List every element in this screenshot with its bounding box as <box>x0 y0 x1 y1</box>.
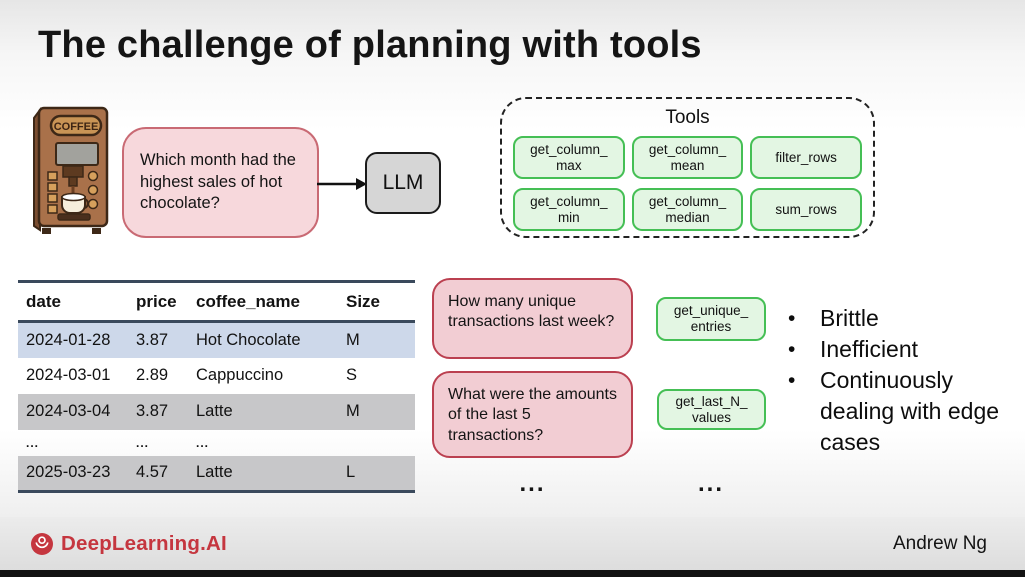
table-header-row: date price coffee_name Size <box>18 281 415 323</box>
table-row: 2024-03-01 2.89 Cappuccino S <box>26 366 358 384</box>
table-row: 2024-01-28 3.87 Hot Chocolate M <box>18 321 415 358</box>
col-header-price: price <box>128 281 188 323</box>
tools-panel: Tools get_column_ max get_column_ mean f… <box>500 97 875 238</box>
tools-panel-title: Tools <box>665 107 710 128</box>
tools-grid: get_column_ max get_column_ mean filter_… <box>513 136 862 231</box>
drawback-edge-cases: Continuously dealing with edge cases <box>788 365 1020 458</box>
tool-pill-get-last-n-values: get_last_N_ values <box>657 389 766 430</box>
brand-name: DeepLearning.AI <box>61 531 227 555</box>
more-questions-ellipsis: ... <box>519 470 546 497</box>
author-credit: Andrew Ng <box>893 532 987 554</box>
tool-pill-filter-rows: filter_rows <box>750 136 862 179</box>
drawbacks-list: Brittle Inefficient Continuously dealing… <box>788 303 1020 458</box>
tool-pill-get-column-max: get_column_ max <box>513 136 625 179</box>
deeplearning-logo-icon <box>31 532 53 555</box>
brand-lockup: DeepLearning.AI <box>30 532 227 556</box>
coffee-machine-illustration: COFFEE <box>33 106 109 234</box>
coffee-badge-label: COFFEE <box>54 121 99 133</box>
user-question-bubble: Which month had the highest sales of hot… <box>122 127 319 238</box>
table-row: 2024-03-04 3.87 Latte M <box>18 393 415 430</box>
col-header-size: Size <box>338 281 415 323</box>
col-header-coffee-name: coffee_name <box>188 281 338 323</box>
tool-pill-get-column-median: get_column_ median <box>631 188 744 231</box>
tool-pill-get-column-min: get_column_ min <box>513 188 625 231</box>
footer: DeepLearning.AI Andrew Ng <box>0 517 1025 570</box>
bottom-edge-bar <box>0 570 1025 577</box>
col-header-date: date <box>18 281 128 323</box>
question-box-last-transactions: What were the amounts of the last 5 tran… <box>432 371 633 458</box>
arrow-right-icon <box>317 178 367 190</box>
llm-label: LLM <box>382 171 424 194</box>
transactions-table: date price coffee_name Size 2024-01-28 3… <box>18 280 415 493</box>
question-box-unique-transactions: How many unique transactions last week? <box>432 278 633 359</box>
tool-pill-sum-rows: sum_rows <box>750 188 862 231</box>
drawback-inefficient: Inefficient <box>788 334 1020 365</box>
tool-pill-get-column-mean: get_column_ mean <box>631 136 744 179</box>
slide-title: The challenge of planning with tools <box>38 24 702 66</box>
drawback-brittle: Brittle <box>788 303 1020 334</box>
user-question-text: Which month had the highest sales of hot… <box>140 151 296 213</box>
table-row: 2025-03-23 4.57 Latte L <box>18 455 415 492</box>
more-tools-ellipsis: ... <box>697 470 724 497</box>
tool-pill-get-unique-entries: get_unique_ entries <box>656 297 766 341</box>
llm-box: LLM <box>365 152 441 214</box>
table-row-ellipsis: ... ... ... <box>26 435 210 450</box>
